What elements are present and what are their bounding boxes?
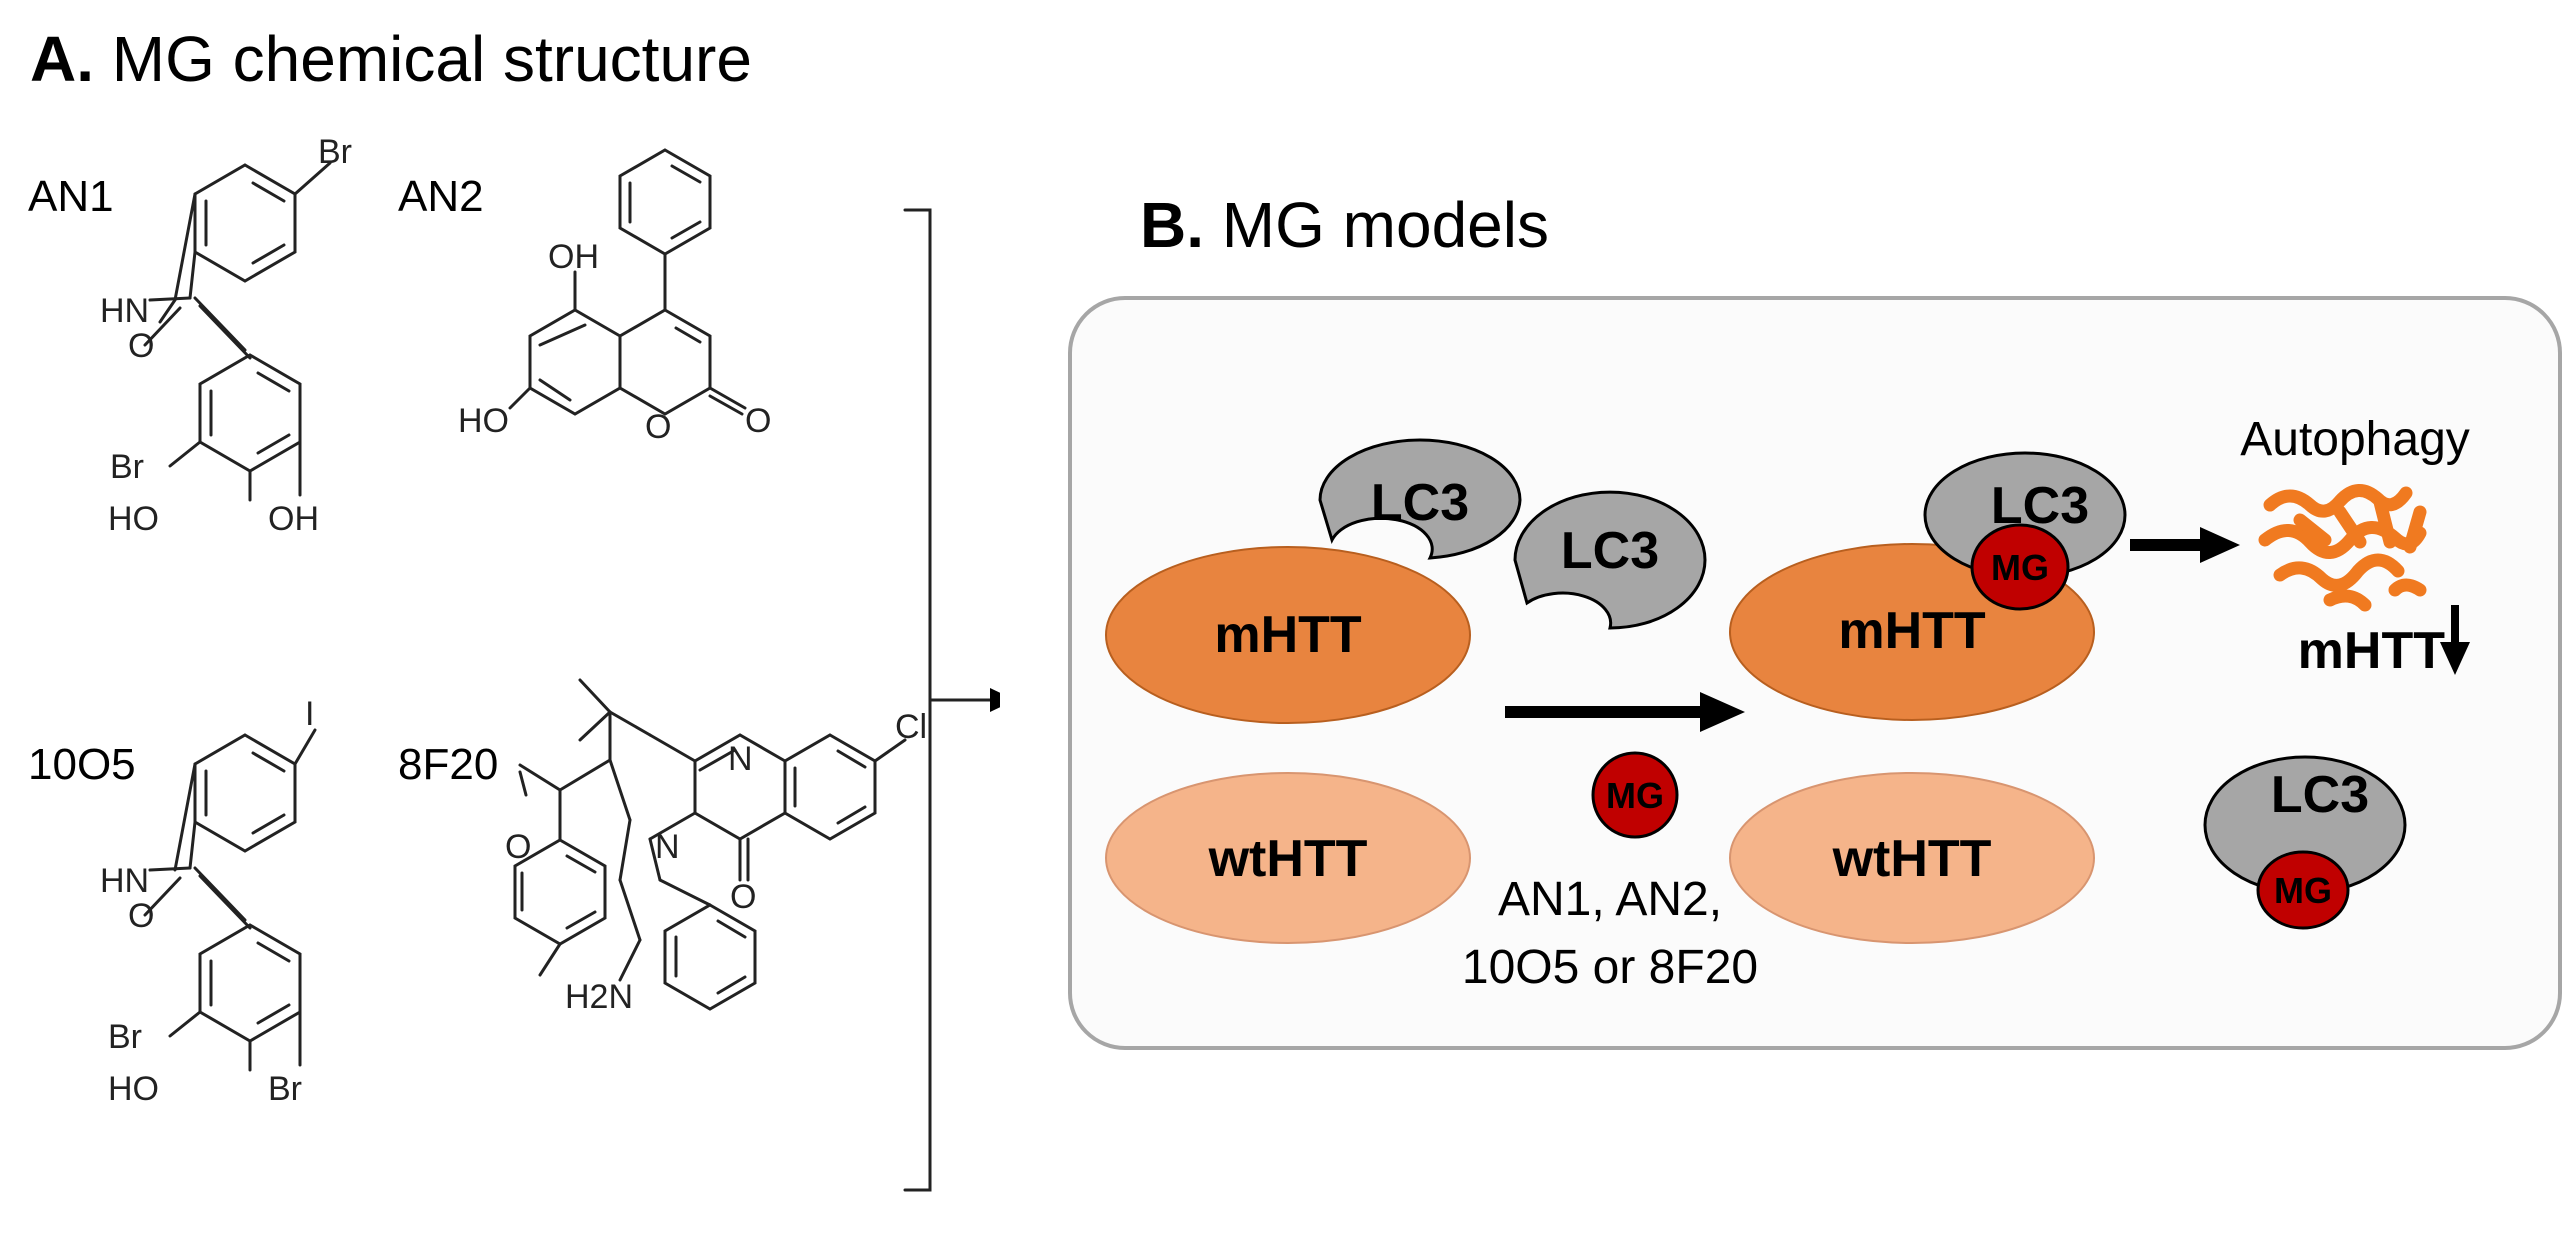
transition-arrow-head bbox=[1700, 692, 1745, 732]
atom-label: Cl bbox=[895, 708, 927, 746]
structure-10o5 bbox=[143, 728, 317, 1072]
atom-label: O bbox=[128, 327, 154, 365]
atom-label: O bbox=[745, 402, 771, 440]
atom-label: N bbox=[655, 828, 680, 866]
atom-label: O bbox=[730, 878, 756, 916]
panel-b-title-text: MG models bbox=[1221, 189, 1549, 261]
autophagy-aggregate bbox=[2258, 484, 2427, 612]
lc3-left-middle bbox=[1513, 490, 1707, 630]
panel-b-title: B. MG models bbox=[1140, 188, 1549, 262]
atom-label: N bbox=[728, 740, 753, 778]
atom-label: HO bbox=[458, 402, 509, 440]
decrease-arrow-head bbox=[2440, 642, 2470, 675]
lc3-label: LC3 bbox=[1561, 522, 1659, 580]
autophagy-arrow-head bbox=[2200, 527, 2240, 563]
bracket-arrowhead bbox=[990, 688, 1000, 712]
panel-a-title: A. MG chemical structure bbox=[30, 22, 752, 96]
atom-label: HO bbox=[108, 1070, 159, 1108]
panel-a-title-text: MG chemical structure bbox=[111, 23, 752, 95]
structure-an1 bbox=[143, 161, 332, 502]
mg-label: MG bbox=[1606, 775, 1664, 816]
atom-label: I bbox=[305, 695, 314, 733]
panel-b-letter: B. bbox=[1140, 189, 1204, 261]
atom-label: OH bbox=[268, 500, 319, 538]
chemical-structures: Br HN O Br HO OH OH HO O O I HN O Br HO … bbox=[100, 133, 1000, 1192]
atom-label: HN bbox=[100, 862, 149, 900]
mg-model-diagram: LC3 LC3 LC3 LC3 mHTT mHTT wtHTT wtHTT mH… bbox=[1068, 296, 2562, 1050]
mhtt-label: mHTT bbox=[1214, 606, 1362, 664]
mhtt-decrease-label: mHTT bbox=[2298, 622, 2446, 680]
atom-label: Br bbox=[108, 1018, 142, 1056]
compound-label-an2: AN2 bbox=[398, 172, 484, 221]
mg-bound-top bbox=[1970, 523, 2070, 611]
bracket bbox=[903, 208, 1000, 1192]
lc3-label: LC3 bbox=[1991, 477, 2089, 535]
atom-label: HN bbox=[100, 292, 149, 330]
atom-label: HO bbox=[108, 500, 159, 538]
wthtt-label: wtHTT bbox=[1832, 830, 1992, 888]
mg-label: MG bbox=[1991, 547, 2049, 588]
compound-label-an1: AN1 bbox=[28, 172, 114, 221]
mg-label: MG bbox=[2274, 870, 2332, 911]
atom-label: H2N bbox=[565, 978, 633, 1016]
compound-list-line2: 10O5 or 8F20 bbox=[1462, 941, 1758, 994]
wthtt-label: wtHTT bbox=[1208, 830, 1368, 888]
mhtt-label: mHTT bbox=[1838, 602, 1986, 660]
structure-8f20 bbox=[513, 678, 907, 1011]
lc3-label: LC3 bbox=[1371, 474, 1469, 532]
lc3-label: LC3 bbox=[2271, 766, 2369, 824]
mg-molecule-free bbox=[1591, 751, 1679, 839]
atom-label: O bbox=[505, 828, 531, 866]
compound-label-10o5: 10O5 bbox=[28, 740, 136, 789]
mg-bound-bottom bbox=[2256, 850, 2350, 930]
compound-list-line1: AN1, AN2, bbox=[1498, 873, 1722, 926]
compound-label-8f20: 8F20 bbox=[398, 740, 499, 789]
atom-label: OH bbox=[548, 238, 599, 276]
mhtt-ellipse-left bbox=[1105, 546, 1471, 724]
wthtt-ellipse-left bbox=[1105, 772, 1471, 944]
lc3-left-top bbox=[1318, 438, 1522, 560]
atom-label: O bbox=[128, 897, 154, 935]
panel-a-letter: A. bbox=[30, 23, 94, 95]
structure-an2 bbox=[508, 148, 747, 416]
wthtt-ellipse-right bbox=[1729, 772, 2095, 944]
autophagy-label: Autophagy bbox=[2240, 413, 2470, 466]
atom-label: O bbox=[645, 408, 671, 446]
atom-labels: Br HN O Br HO OH OH HO O O I HN O Br HO … bbox=[100, 133, 927, 1108]
atom-label: Br bbox=[318, 133, 352, 171]
atom-label: Br bbox=[268, 1070, 302, 1108]
atom-label: Br bbox=[110, 448, 144, 486]
